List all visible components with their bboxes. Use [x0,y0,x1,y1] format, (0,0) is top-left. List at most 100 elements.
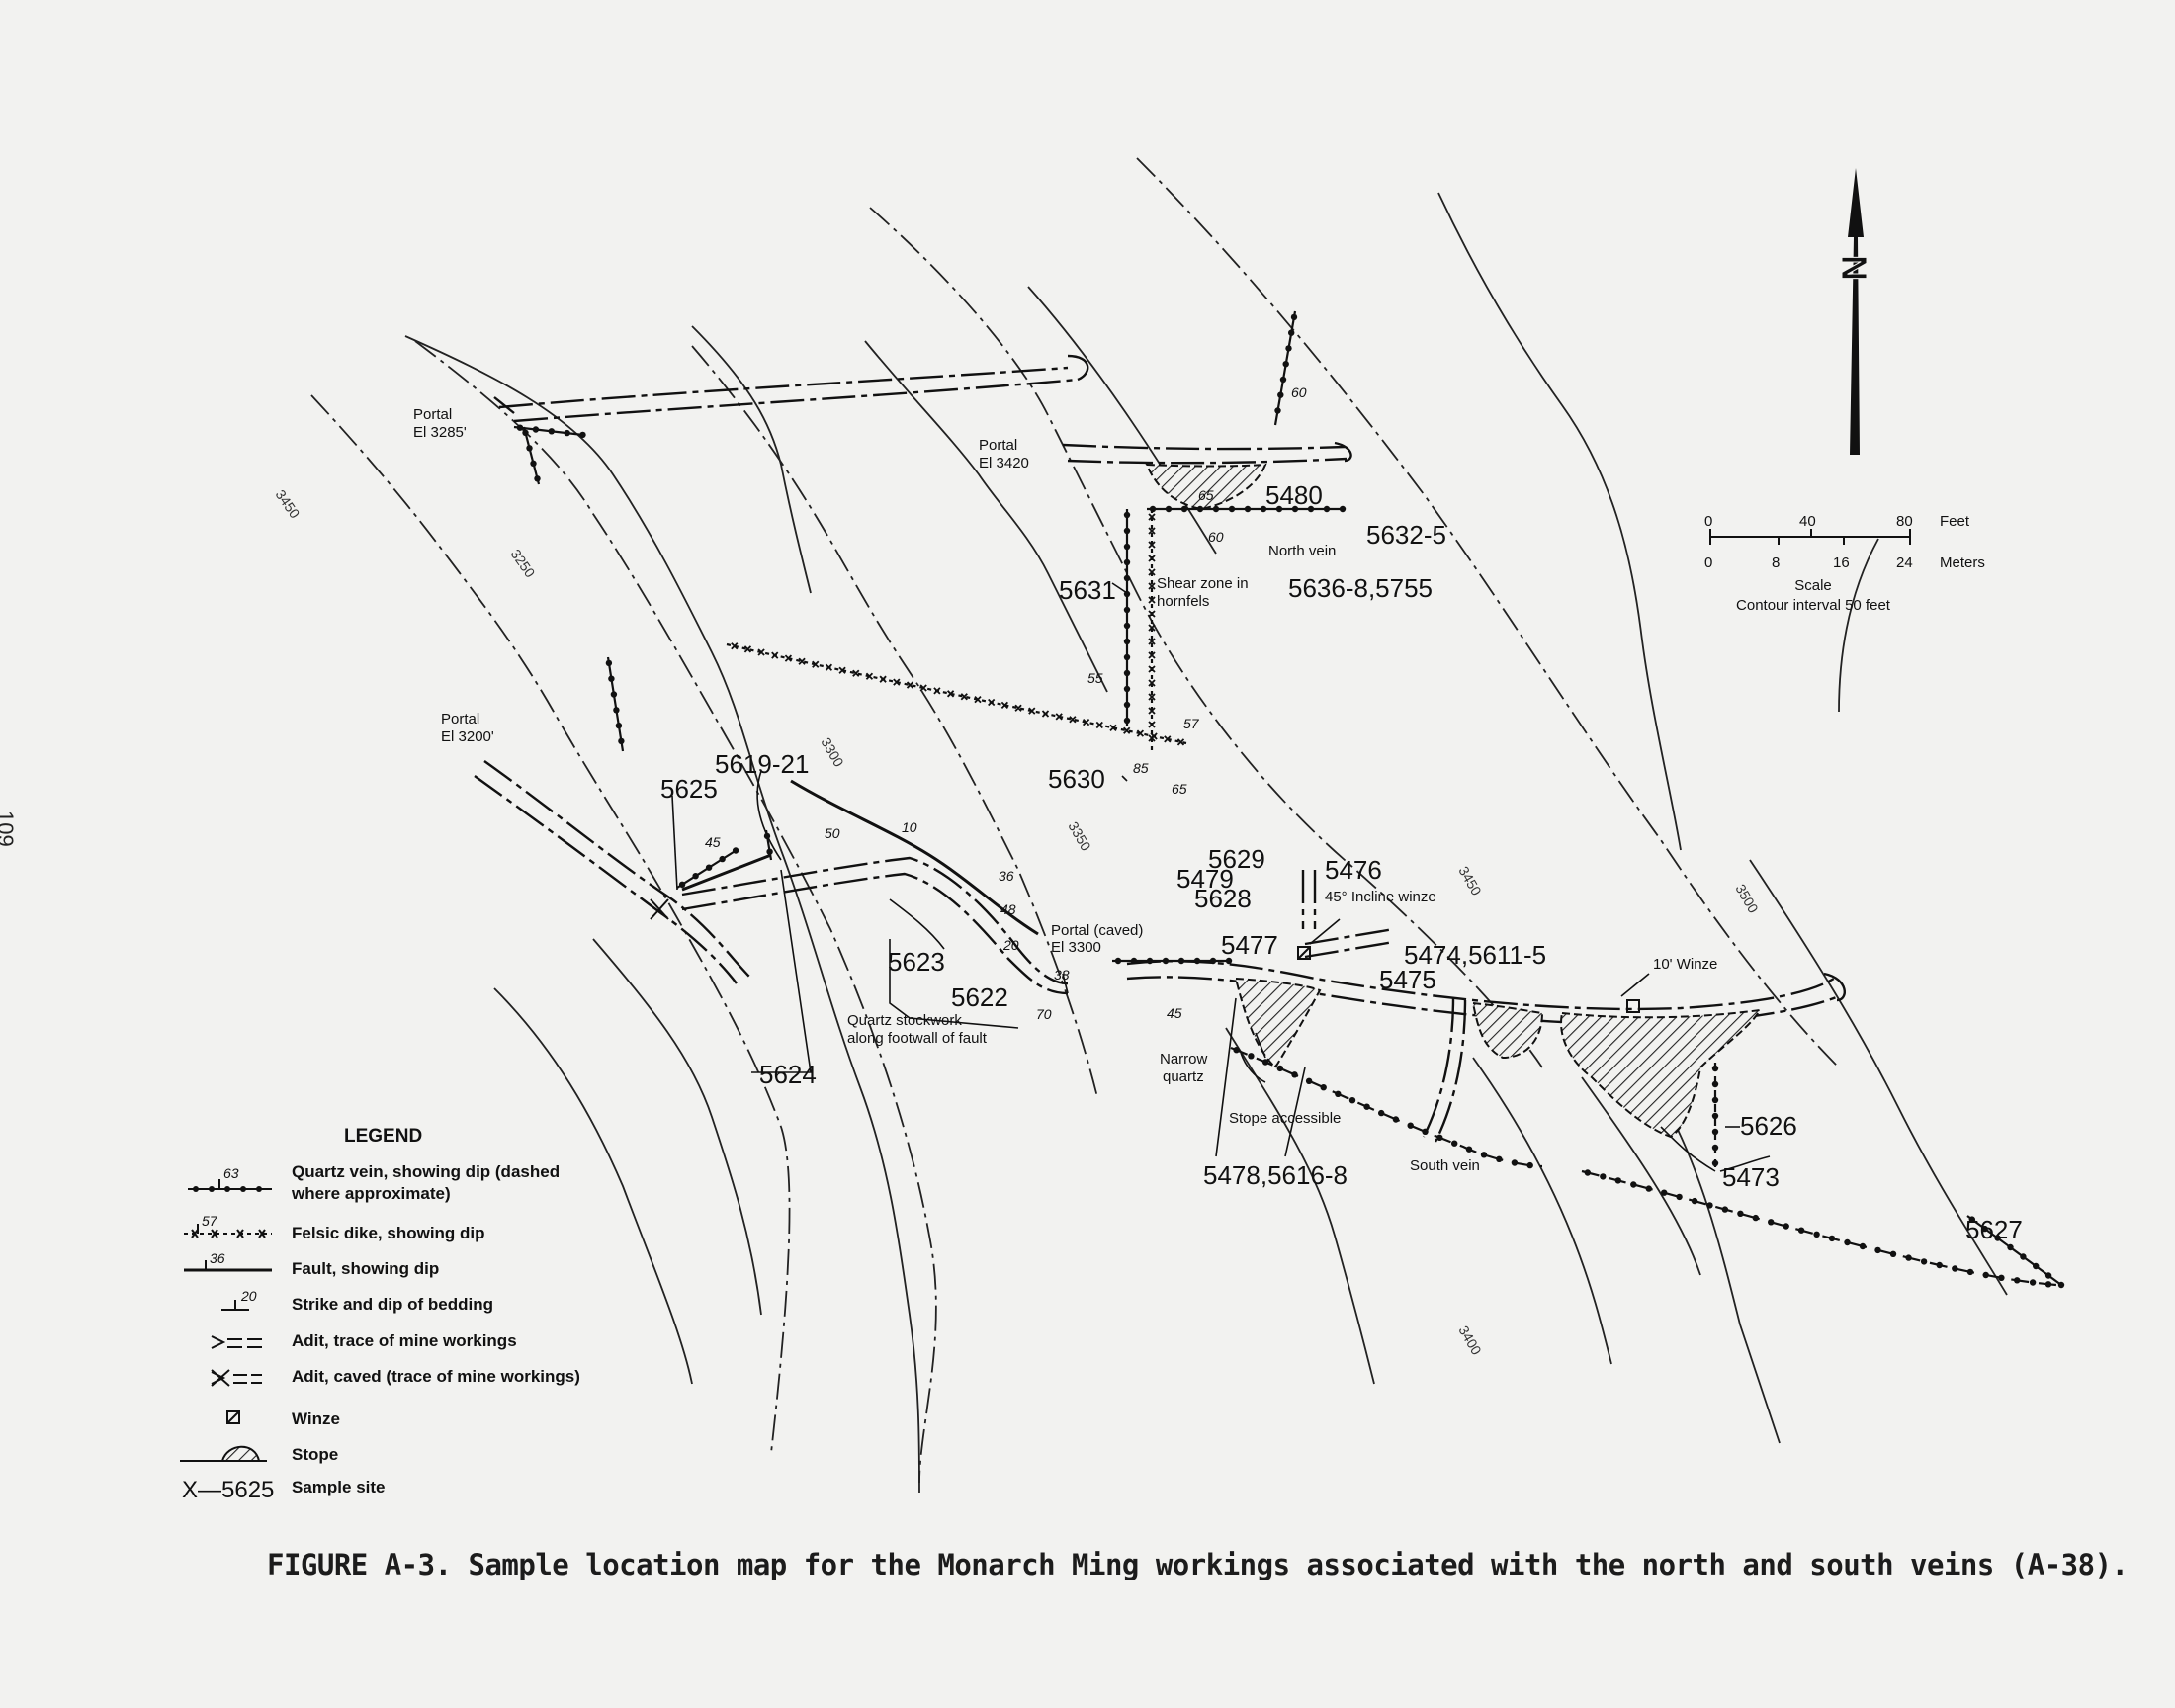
winze-incline-mark [1297,946,1311,960]
contour-line [310,394,791,1454]
contour-interval-note: Contour interval 50 feet [1736,597,1891,614]
caved-adit-symbol [650,898,669,920]
vein-dot [1196,505,1204,513]
dip-label: 57 [1183,716,1200,731]
legend-item-quartz-vein-2: where approximate) [291,1184,451,1203]
legend-item-bedding: Strike and dip of bedding [292,1295,493,1314]
portal-3200-label: Portal [441,711,479,727]
vein-dot [1465,1146,1473,1153]
vein-dots [516,313,2065,1289]
dike-mark [1069,716,1077,724]
vein-dot [1905,1254,1912,1261]
terrain-line [1838,538,1879,713]
vein-dot [1291,1071,1298,1078]
adit-trace [681,856,1069,985]
vein-dot [1290,313,1298,321]
portal-3300-elev: El 3300 [1051,939,1101,956]
winze-10ft [1626,999,1640,1013]
scale-feet-80: 80 [1896,513,1913,530]
vein-dot [1952,1265,1958,1272]
legend-item-winze: Winze [292,1409,340,1428]
incline-winze-label: 45° Incline winze [1325,889,1436,905]
contour-labels: 3450 3250 3300 3350 3400 3450 3500 [273,487,1762,1358]
vein-dot [2014,1277,2021,1284]
contour-line [414,340,937,1484]
adit-end [1334,441,1352,463]
figure-caption: FIGURE A-3. Sample location map for the … [267,1548,2129,1581]
vein-dot [1711,1112,1719,1120]
legend-symbol-adit [211,1335,262,1349]
scale-m-8: 8 [1772,555,1780,571]
adit-trace [498,366,1069,409]
vein-dot [1859,1242,1867,1250]
leader-lines [671,582,1771,1172]
dike-mark [852,669,860,677]
legend-symbol-quartz-vein: 63 [188,1165,272,1192]
stopes [1145,463,1762,1139]
quartz-vein [606,656,625,752]
vein-dot [1711,1159,1719,1167]
sample-5478-5616-8: 5478,5616-8 [1203,1160,1348,1190]
leader-line [1215,997,1237,1157]
narrow-quartz-label: Narrow [1160,1051,1208,1068]
winze-incline [1297,946,1311,960]
sample-5622: 5622 [951,982,1008,1012]
scale-title: Scale [1794,577,1832,594]
leader-line [1620,973,1650,997]
vein-dot [1998,1274,2005,1282]
vein-dot [1193,957,1201,965]
terrain-line [864,340,1108,693]
vein-dot [1614,1177,1622,1184]
vein-dot [1123,558,1131,566]
vein-dot [1511,1159,1519,1166]
vein-dot [1285,345,1292,352]
vein-dot [522,429,529,436]
shear-zone-label-2: hornfels [1157,593,1209,610]
sample-5632-5: 5632-5 [1366,520,1446,550]
vein-dot [1180,505,1188,513]
dike-mark [1148,638,1156,645]
terrain-line [691,325,812,594]
portal-3420-elev: El 3420 [979,455,1029,471]
vein-dot [1936,1261,1943,1269]
vein-dot [516,424,524,431]
vein-dot [1123,622,1131,630]
dike-mark [1148,693,1156,701]
portal-3300-label: Portal (caved) [1051,922,1143,939]
dike-mark [743,645,752,653]
adit-trace [474,775,738,984]
vein-dot [1661,1189,1668,1196]
vein-dot [1305,1077,1313,1085]
terrain-line [1581,1076,1701,1276]
dike-mark [838,666,846,674]
vein-dot [1177,957,1185,965]
contour-label: 3400 [1455,1324,1485,1358]
vein-dot [1260,505,1267,513]
adit-trace [483,760,752,980]
leader-line [889,898,945,950]
vein-dot [1630,1181,1637,1188]
dip-label: 65 [1172,781,1187,797]
vein-dot [1276,1065,1284,1072]
terrain-line [1027,286,1217,555]
leader-line [1240,1052,1266,1083]
sample-5480: 5480 [1265,480,1323,510]
legend-dip-57: 57 [202,1213,218,1229]
vein-dot [1277,391,1284,398]
vein-dot [534,475,541,482]
leader-line [1284,1067,1306,1157]
dip-label: 45 [1167,1005,1182,1021]
vein-dot [1968,1216,1976,1223]
vein-dot [1392,1116,1400,1123]
north-vein-label: North vein [1268,543,1336,559]
vein-dot [1711,1065,1719,1072]
sample-5636-8-5755: 5636-8,5755 [1288,573,1433,603]
dike-mark [960,693,968,701]
vein-dot [1844,1238,1851,1246]
winze-symbols [1297,946,1640,1013]
dip-label: 48 [1000,901,1016,917]
stockwork-label: Quartz stockwork [847,1012,962,1029]
sample-5623: 5623 [888,947,945,977]
dike-mark [1123,726,1131,734]
